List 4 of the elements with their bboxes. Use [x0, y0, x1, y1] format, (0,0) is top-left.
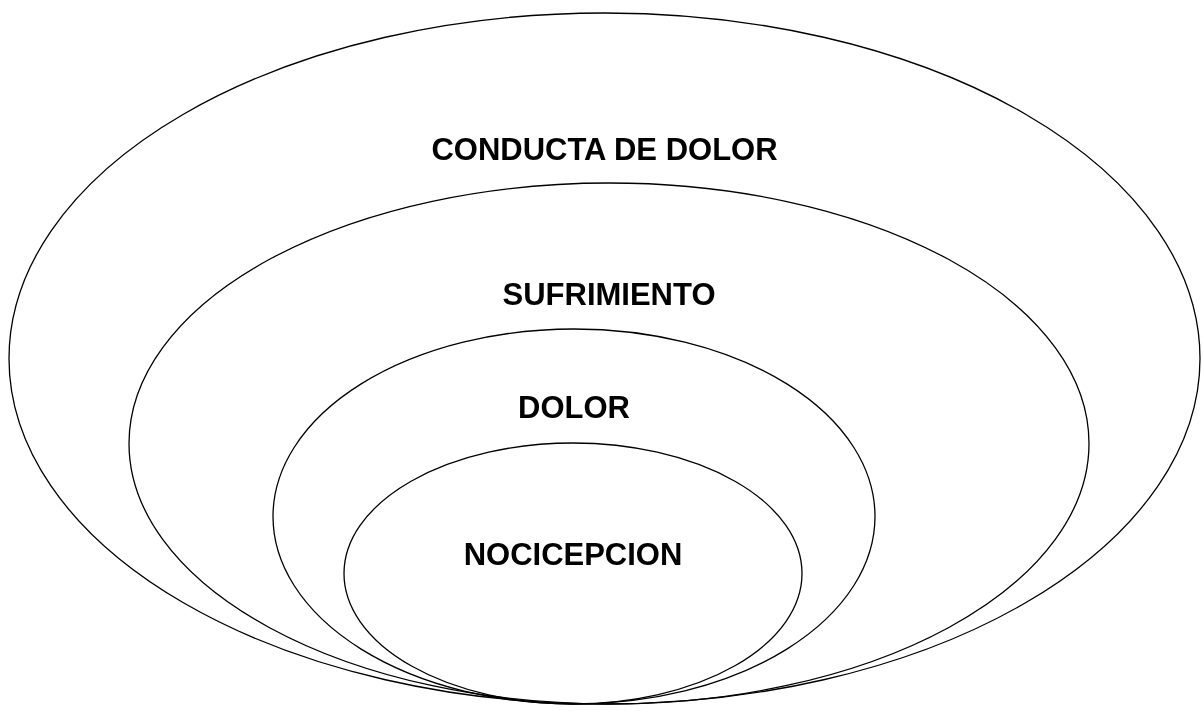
- ellipse-label: SUFRIMIENTO: [502, 277, 716, 313]
- ellipse-label: DOLOR: [518, 390, 630, 426]
- ellipse-label: NOCICEPCION: [463, 537, 683, 573]
- ellipse-label: CONDUCTA DE DOLOR: [431, 132, 778, 168]
